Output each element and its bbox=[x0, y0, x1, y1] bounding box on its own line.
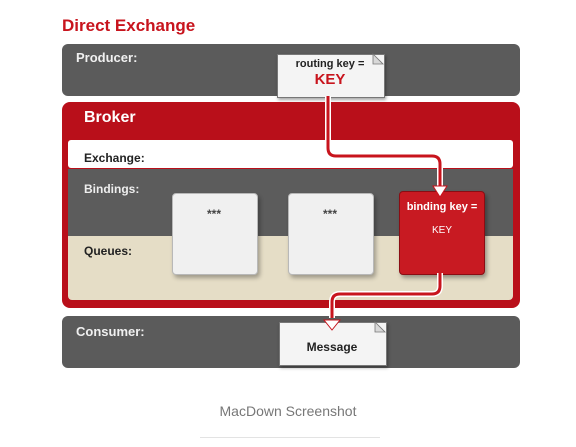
routing-key-value: KEY bbox=[314, 71, 346, 88]
route-arrow-head bbox=[432, 185, 448, 198]
caption: MacDown Screenshot bbox=[219, 403, 357, 419]
deliver-arrow-head bbox=[322, 319, 342, 331]
message-card-fold bbox=[374, 321, 386, 333]
matching-queue-card bbox=[399, 191, 485, 275]
deliver-line bbox=[330, 273, 442, 318]
routing-card-fold bbox=[372, 53, 384, 65]
caption-underline bbox=[200, 437, 380, 438]
consumer-label: Consumer: bbox=[76, 324, 145, 339]
route-line bbox=[326, 96, 442, 188]
queue-card-1 bbox=[172, 193, 258, 275]
broker-label: Broker bbox=[84, 109, 136, 126]
queue-card-2-text: *** bbox=[322, 207, 337, 221]
producer-label: Producer: bbox=[76, 50, 138, 65]
queues-label: Queues: bbox=[84, 244, 133, 258]
binding-key-label: binding key = bbox=[406, 201, 478, 213]
queue-card-2 bbox=[288, 193, 374, 275]
diagram-title: Direct Exchange bbox=[62, 16, 196, 35]
bindings-label: Bindings: bbox=[84, 182, 140, 196]
binding-key-value: KEY bbox=[431, 225, 452, 236]
queue-card-1-text: *** bbox=[206, 207, 221, 221]
exchange-label: Exchange: bbox=[84, 151, 145, 165]
route-line-outline bbox=[325, 96, 443, 188]
routing-key-label: routing key = bbox=[295, 58, 365, 70]
message-label: Message bbox=[306, 340, 358, 354]
